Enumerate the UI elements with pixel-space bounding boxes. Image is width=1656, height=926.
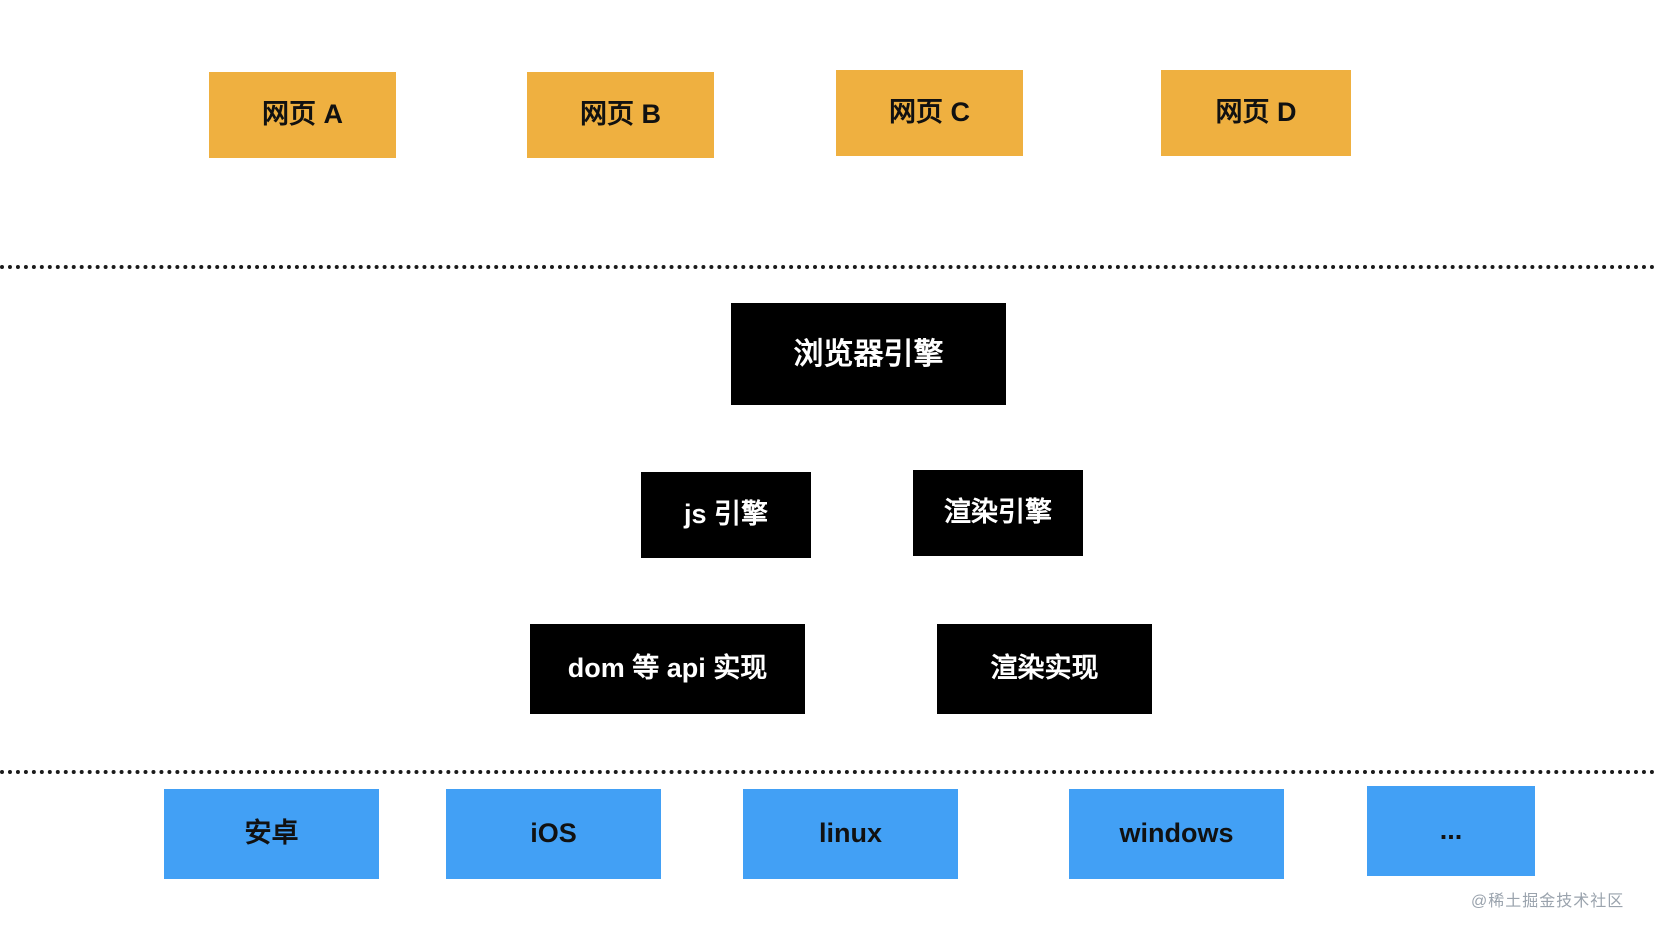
os-box-linux-label: linux: [818, 818, 882, 849]
page-box-b-label: 网页 B: [580, 99, 661, 130]
dom-api-impl-label: dom 等 api 实现: [567, 653, 768, 684]
watermark: @稀土掘金技术社区: [1471, 893, 1625, 910]
os-box-linux: linux: [743, 789, 958, 879]
render-engine-label: 渲染引擎: [944, 497, 1052, 528]
os-box-android: 安卓: [164, 789, 379, 879]
os-box-ios: iOS: [446, 789, 661, 879]
os-box-more: ...: [1367, 786, 1535, 876]
page-box-d-label: 网页 D: [1215, 97, 1297, 128]
page-box-c: 网页 C: [836, 70, 1023, 156]
render-impl-box: 渲染实现: [937, 624, 1152, 714]
browser-engine-box: 浏览器引擎: [731, 303, 1006, 405]
divider-engine-os: [0, 770, 1656, 774]
render-impl-label: 渲染实现: [990, 653, 1099, 684]
os-box-windows: windows: [1069, 789, 1284, 879]
os-box-ios-label: iOS: [530, 818, 577, 849]
dom-api-impl-box: dom 等 api 实现: [530, 624, 805, 714]
js-engine-label: js 引擎: [683, 499, 769, 530]
os-box-android-label: 安卓: [244, 818, 299, 849]
browser-engine-label: 浏览器引擎: [793, 337, 944, 371]
os-box-windows-label: windows: [1119, 818, 1234, 849]
page-box-a-label: 网页 A: [262, 99, 343, 130]
render-engine-box: 渲染引擎: [913, 470, 1083, 556]
page-box-b: 网页 B: [527, 72, 714, 158]
page-box-c-label: 网页 C: [889, 97, 970, 128]
os-box-more-label: ...: [1439, 815, 1463, 846]
js-engine-box: js 引擎: [641, 472, 811, 558]
divider-pages-engine: [0, 265, 1656, 269]
page-box-d: 网页 D: [1161, 70, 1351, 156]
page-box-a: 网页 A: [209, 72, 396, 158]
